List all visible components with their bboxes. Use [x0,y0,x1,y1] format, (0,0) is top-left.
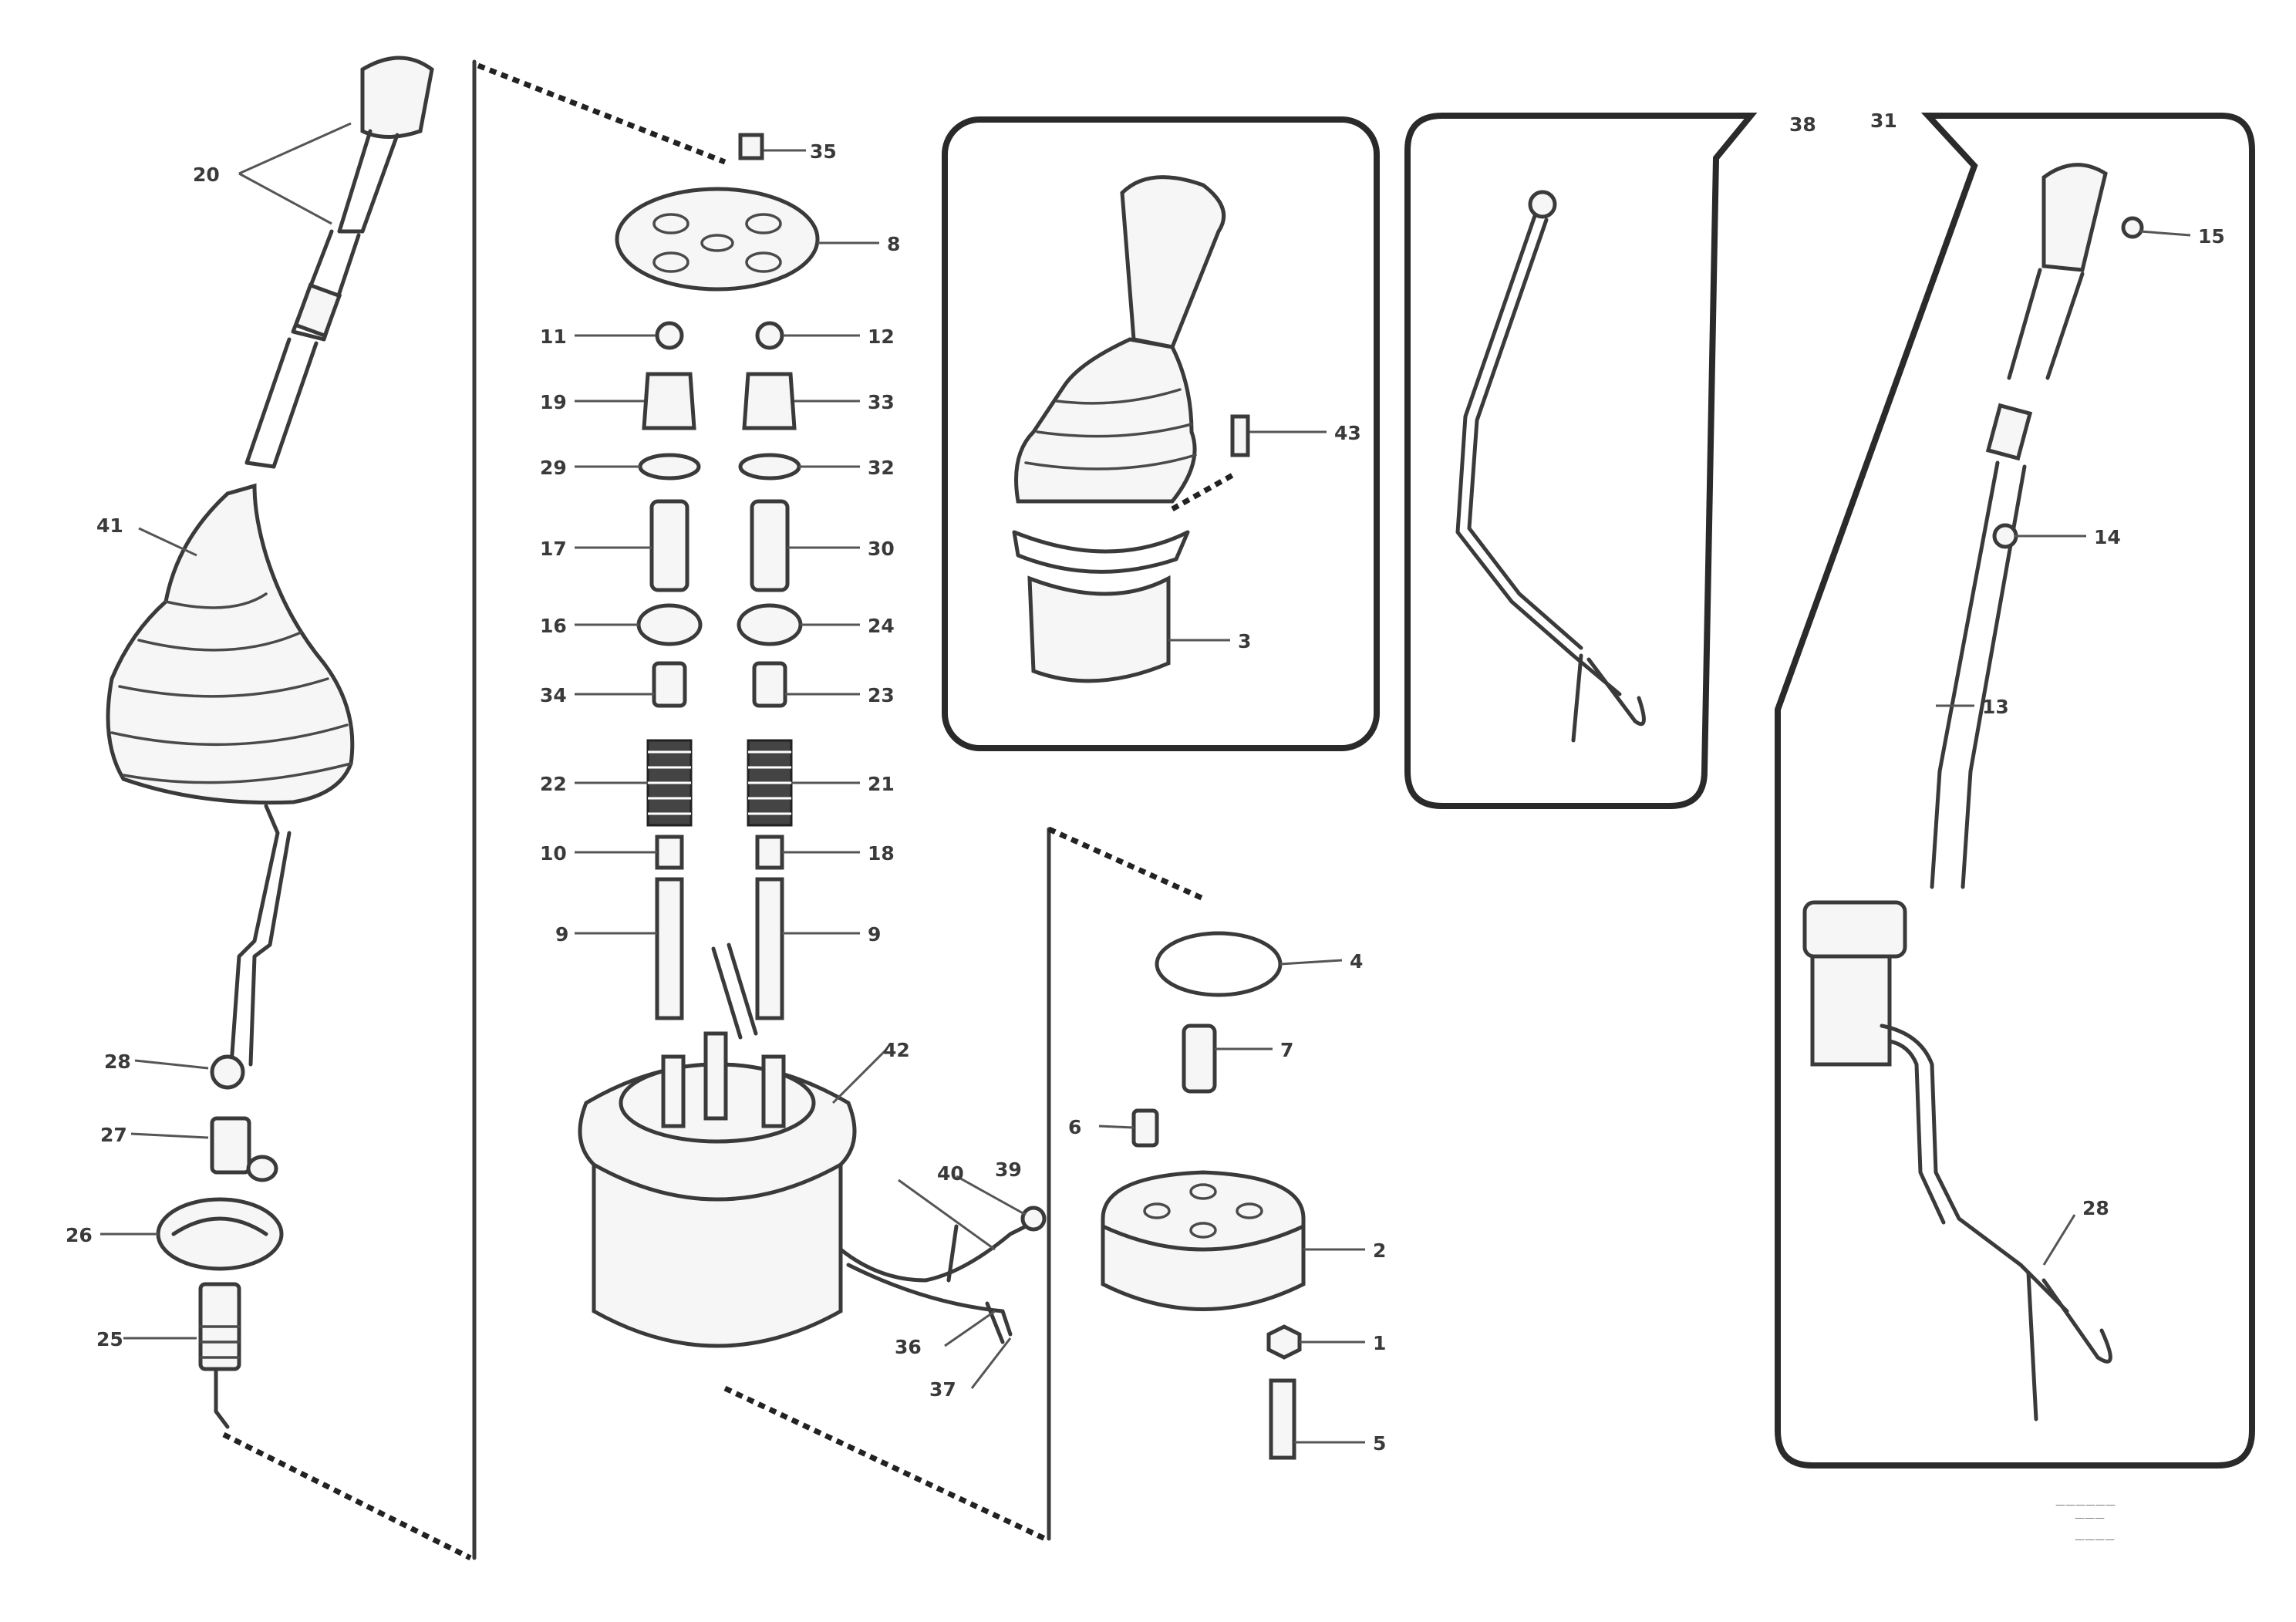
callout-10: 10 [540,842,567,865]
base-parts [1101,931,1306,1460]
inset-wire-frame [1404,113,1758,809]
callout-3: 3 [1238,630,1251,653]
center-valve-assembly [578,133,1047,1348]
callout-15: 15 [2198,225,2225,248]
callout-14: 14 [2094,526,2121,548]
callout-20: 20 [193,164,220,186]
callout-38: 38 [1789,113,1816,136]
callout-31: 31 [1870,110,1897,132]
callout-24: 24 [868,615,895,637]
callout-8: 8 [887,233,900,255]
inset-joystick-frame [942,116,1380,751]
callout-26: 26 [66,1224,93,1246]
callout-13: 13 [1982,696,2009,718]
callout-34: 34 [540,684,567,706]
callout-21: 21 [868,773,895,795]
callout-labels: 20 41 28 27 26 25 35 8 11 19 29 17 16 34… [66,110,2225,1455]
inset-joystick [1012,175,1250,683]
callout-1: 1 [1373,1332,1386,1354]
inset-wire [1455,190,1646,743]
callout-32: 32 [868,457,895,479]
callout-42: 42 [883,1039,910,1061]
callout-9-left: 9 [555,923,568,946]
footer-code: ———— [2075,1534,2115,1546]
left-lever-assembly [106,56,434,1429]
footer-reference: —————— ——— ———— [2055,1499,2116,1546]
callout-27: 27 [100,1124,127,1146]
callout-39: 39 [995,1158,1022,1181]
callout-35: 35 [810,140,837,163]
callout-18: 18 [868,842,895,865]
callout-33: 33 [868,391,895,413]
callout-29: 29 [540,457,567,479]
callout-37: 37 [929,1378,956,1401]
callout-17: 17 [540,538,567,560]
callout-9-right: 9 [868,923,881,946]
callout-36: 36 [895,1336,922,1358]
callout-22: 22 [540,773,567,795]
callout-28: 28 [104,1050,131,1073]
callout-16: 16 [540,615,567,637]
callout-25: 25 [96,1328,123,1351]
callout-5: 5 [1373,1432,1386,1455]
footer-line-2: ——— [2075,1512,2105,1524]
callout-6: 6 [1068,1116,1081,1138]
callout-40: 40 [937,1162,964,1185]
callout-leaders [100,122,2191,1444]
inset-long-lever [1802,163,2144,1421]
footer-line-1: —————— [2055,1499,2116,1511]
callout-41: 41 [96,514,123,537]
callout-28-right: 28 [2082,1197,2109,1219]
callout-7: 7 [1280,1039,1293,1061]
callout-4: 4 [1350,950,1363,973]
callout-30: 30 [868,538,895,560]
inset-long-lever-frame [1775,113,2255,1469]
callout-19: 19 [540,391,567,413]
callout-2: 2 [1373,1239,1386,1262]
callout-43: 43 [1334,422,1361,444]
callout-12: 12 [868,325,895,348]
callout-23: 23 [868,684,895,706]
callout-11: 11 [540,325,567,348]
